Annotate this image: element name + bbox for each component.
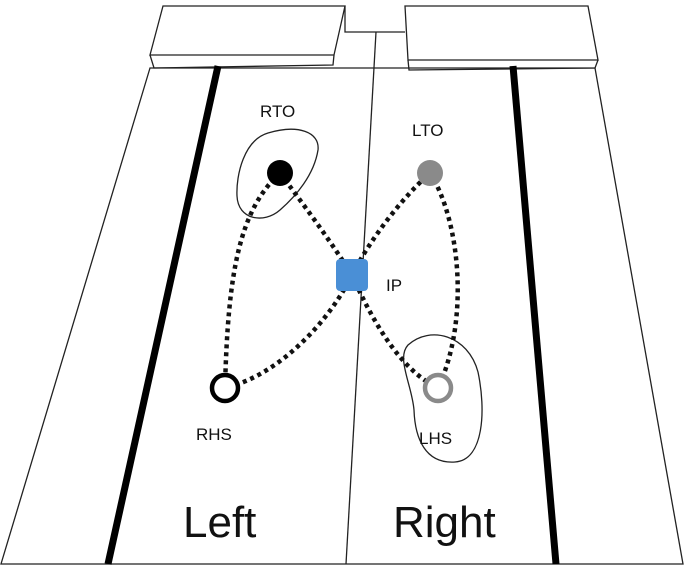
ip-marker [336,259,368,291]
lhs-marker [422,372,454,404]
path-ip-rhs [224,274,355,391]
ip-label: IP [386,276,402,295]
path-lto-lhs [428,171,460,389]
right-lane-label: Right [393,498,496,547]
left-housing [149,5,346,56]
right-footprint [236,128,319,219]
right-housing [404,5,599,61]
rhs-marker [209,372,241,404]
path-ip-lto [349,171,432,277]
rto-label: RTO [260,102,295,121]
rhs-label: RHS [196,425,232,444]
right-housing-base [407,59,599,71]
treadmill-outline [0,5,684,565]
left-lane-label: Left [183,498,256,547]
housing-connector [344,6,405,33]
left-footprint [403,334,483,463]
left-housing-base [149,54,335,69]
lhs-label: LHS [419,429,452,448]
right-rail [509,65,560,565]
lto-marker [417,160,443,186]
treadmill-belt [0,67,684,565]
rto-marker [267,160,293,186]
left-rail [104,65,222,565]
path-rto-rhs [222,171,282,389]
lto-label: LTO [412,121,444,140]
